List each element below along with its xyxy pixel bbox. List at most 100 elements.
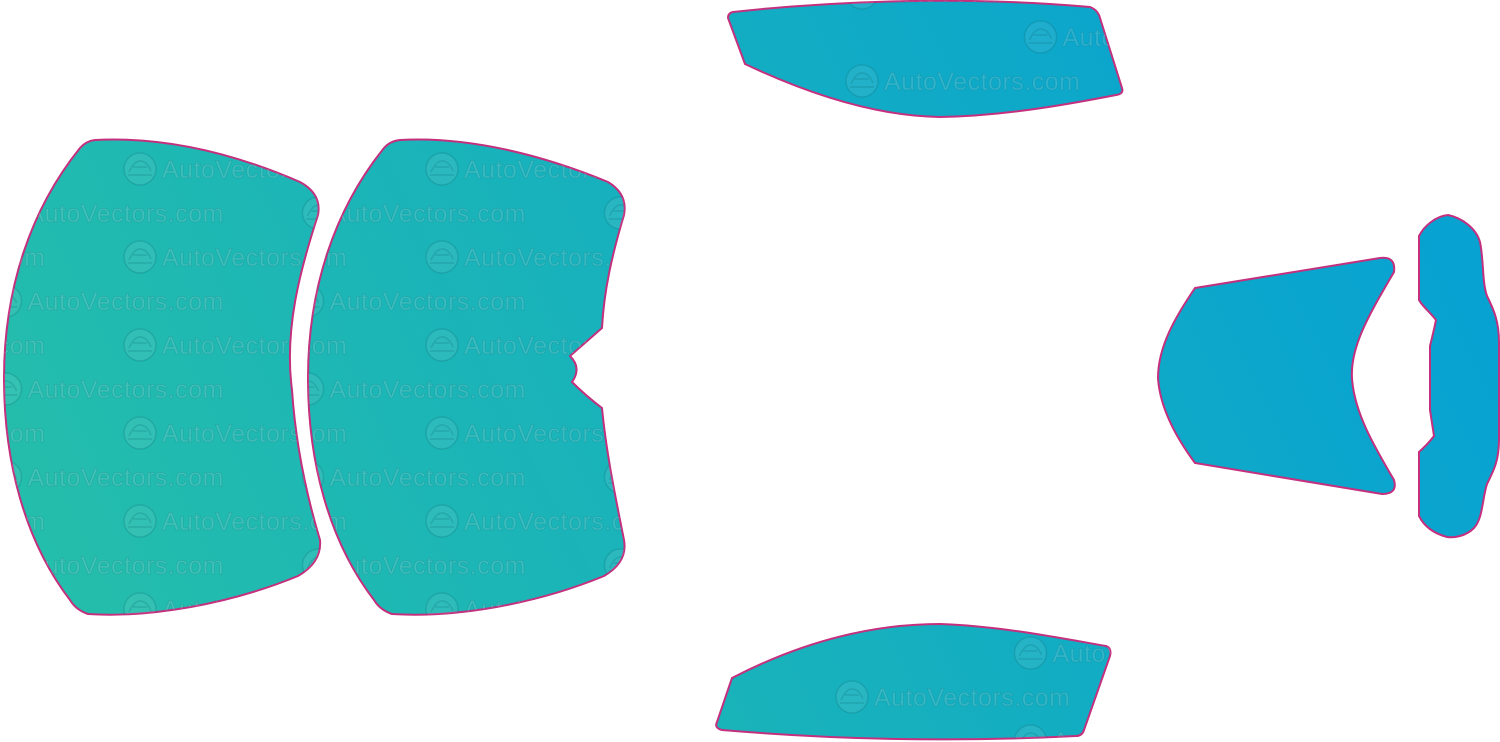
watermark-text: AutoVectors.com [1366,640,1500,668]
autovectors-car-logo-icon [426,0,458,9]
watermark-text: AutoVectors.com [151,684,347,712]
watermark-text: AutoVectors.com [884,596,1080,624]
autovectors-car-logo-icon [0,637,22,669]
watermark-text: AutoVectors.com [28,24,224,52]
watermark-text: AutoVectors.com [874,596,1070,624]
autovectors-car-logo-icon [616,21,648,53]
autovectors-car-logo-icon [616,373,648,405]
autovectors-car-logo-icon [1015,285,1047,317]
watermark-text: AutoVectors.com [1063,728,1259,742]
right-vent-glass [1418,213,1500,539]
autovectors-car-logo-icon [1023,20,1058,54]
watermark-text: AutoVectors.com [777,156,973,184]
autovectors-car-logo-icon [603,284,625,318]
autovectors-car-logo-icon [836,153,868,185]
autovectors-car-logo-icon [437,681,469,713]
autovectors-car-logo-icon [1015,109,1047,141]
autovectors-car-logo-icon [437,0,469,9]
autovectors-car-logo-icon [1149,241,1181,273]
autovectors-car-logo-icon [605,725,637,742]
autovectors-car-logo-icon [616,725,648,742]
autovectors-car-logo-icon [846,417,878,449]
autovectors-car-logo-icon [739,593,771,625]
watermark-text: AutoVectors.com [1197,156,1393,184]
autovectors-car-logo-icon [425,152,459,186]
watermark-text: AutoVectors.com [0,156,45,184]
autovectors-car-logo-icon [603,196,625,230]
watermark-text: AutoVectors.com [1187,684,1383,712]
watermark-text: AutoVectors.com [341,640,537,668]
watermark-text: AutoVectors.com [330,552,526,580]
watermark-text: AutoVectors.com [475,684,671,712]
autovectors-car-logo-icon [739,329,771,361]
autovectors-car-logo-icon [835,680,869,714]
watermark-text: AutoVectors.com [1197,684,1393,712]
watermark-text: AutoVectors.com [330,640,526,668]
watermark-text: AutoVectors.com [956,200,1152,228]
autovectors-car-logo-icon [739,153,771,185]
watermark-text: AutoVectors.com [0,244,45,272]
watermark-text: AutoVectors.com [643,552,839,580]
autovectors-car-logo-icon [1013,636,1048,670]
autovectors-car-logo-icon [425,328,459,362]
watermark-text: AutoVectors.com [1187,156,1383,184]
autovectors-car-logo-icon [918,461,950,493]
autovectors-car-logo-icon [1328,21,1360,53]
watermark-text: AutoVectors.com [1197,596,1393,624]
autovectors-car-logo-icon [616,109,648,141]
watermark-text: AutoVectors.com [956,288,1152,316]
watermark-text: AutoVectors.com [464,508,660,536]
watermark-text: AutoVectors.com [654,552,850,580]
autovectors-car-logo-icon [835,624,869,626]
watermark-text: AutoVectors.com [777,420,973,448]
autovectors-car-logo-icon [1025,197,1057,229]
autovectors-car-logo-icon [113,681,145,713]
watermark-text: AutoVectors.com [28,552,224,580]
watermark-text: AutoVectors.com [162,244,358,272]
autovectors-car-logo-icon [123,504,157,538]
watermark-text: AutoVectors.com [151,0,347,8]
watermark-text: AutoVectors.com [874,420,1070,448]
watermark-text: AutoVectors.com [464,596,660,624]
watermark-text: AutoVectors.com [341,24,537,52]
watermark-text: AutoVectors.com [1187,508,1383,536]
watermark-text: AutoVectors.com [643,376,839,404]
watermark-text: AutoVectors.com [643,200,839,228]
watermark-text: AutoVectors.com [1063,24,1259,52]
watermark-text: AutoVectors.com [777,332,973,360]
watermark-text: AutoVectors.com [475,0,671,8]
autovectors-car-logo-icon [425,416,459,450]
autovectors-car-logo-icon [292,21,324,53]
autovectors-car-logo-icon [4,196,23,230]
autovectors-car-logo-icon [1338,549,1370,581]
watermark-text: AutoVectors.com [0,684,45,712]
watermark-text: AutoVectors.com [884,68,1080,96]
autovectors-car-logo-icon [308,372,325,406]
autovectors-car-logo-icon [1023,108,1058,118]
watermark-text: AutoVectors.com [162,0,358,8]
watermark-text: AutoVectors.com [956,376,1152,404]
watermark-text: AutoVectors.com [162,68,358,96]
watermark-text: AutoVectors.com [162,684,358,712]
watermark-text: AutoVectors.com [464,332,660,360]
watermark-text: AutoVectors.com [1197,0,1393,8]
watermark-text: AutoVectors.com [464,68,660,96]
autovectors-car-logo-icon [1159,681,1191,713]
autovectors-car-logo-icon [303,637,335,669]
watermark-text: AutoVectors.com [0,508,45,536]
watermark-text: AutoVectors.com [1053,728,1249,742]
autovectors-car-logo-icon [4,139,23,142]
autovectors-car-logo-icon [846,241,878,273]
watermark-text: AutoVectors.com [475,68,671,96]
watermark-text: AutoVectors.com [884,420,1080,448]
watermark-text: AutoVectors.com [643,464,839,492]
autovectors-car-logo-icon [1025,549,1057,581]
autovectors-car-logo-icon [4,372,23,406]
watermark-text: AutoVectors.com [1053,112,1249,140]
rear-window [715,622,1112,741]
autovectors-car-logo-icon [123,240,157,274]
watermark-text: AutoVectors.com [956,112,1152,140]
autovectors-car-logo-icon [1338,637,1370,669]
autovectors-car-logo-icon [1328,725,1360,742]
